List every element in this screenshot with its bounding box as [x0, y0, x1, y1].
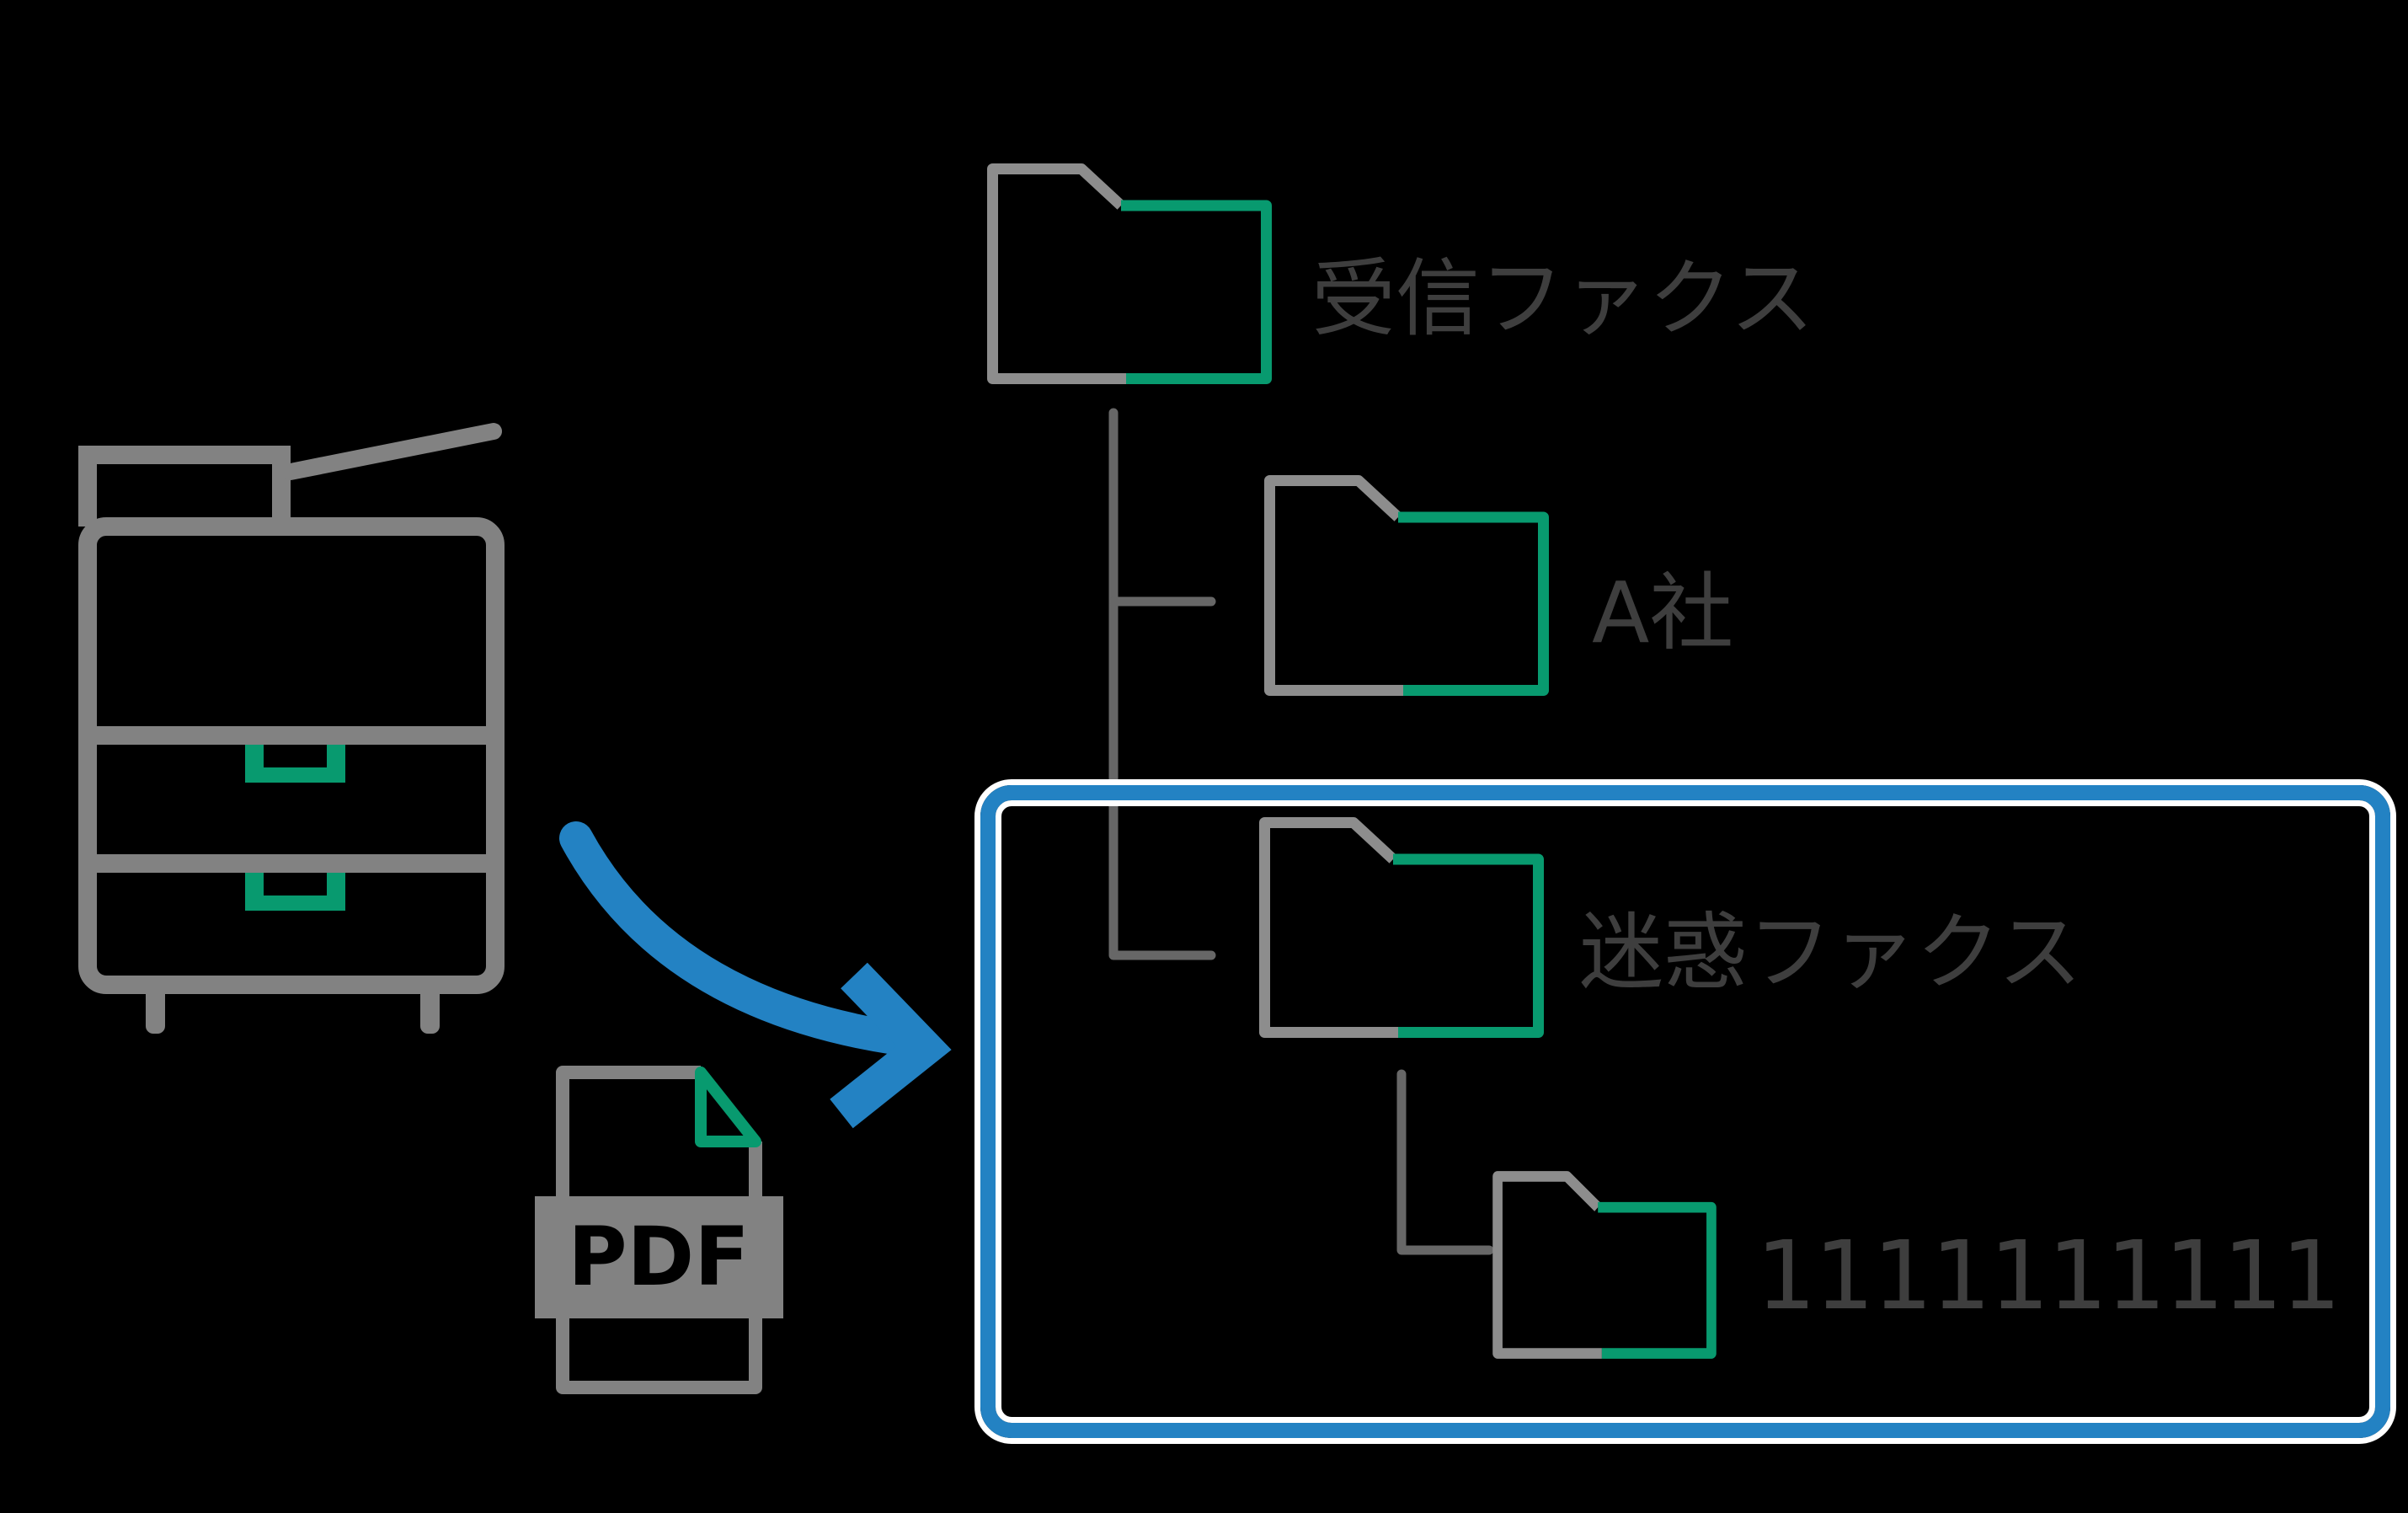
highlight-box-outer-white [974, 779, 2396, 1444]
folder-icon-number [1492, 1171, 1717, 1359]
pdf-file-icon: PDF [535, 1066, 783, 1394]
highlight-box [974, 779, 2396, 1444]
folder-label-company: A社 [1592, 564, 1734, 662]
folder-icon-company [1264, 475, 1549, 696]
printer-icon [78, 423, 505, 1034]
pdf-label-band [535, 1196, 783, 1318]
folder-icon-root [987, 163, 1272, 384]
tree-connector-lines [1108, 408, 1494, 1255]
folder-label-number: 1111111111 [1756, 1222, 2341, 1331]
highlight-box-inner-white [996, 800, 2375, 1423]
pdf-label: PDF [568, 1210, 750, 1304]
folder-icon-junk [1259, 817, 1544, 1038]
folder-label-root: 受信ファクス [1311, 249, 1814, 348]
curved-arrow-icon [559, 821, 952, 1129]
folder-label-junk: 迷惑ファクス [1579, 903, 2082, 1002]
highlight-box-blue-border [980, 785, 2390, 1438]
